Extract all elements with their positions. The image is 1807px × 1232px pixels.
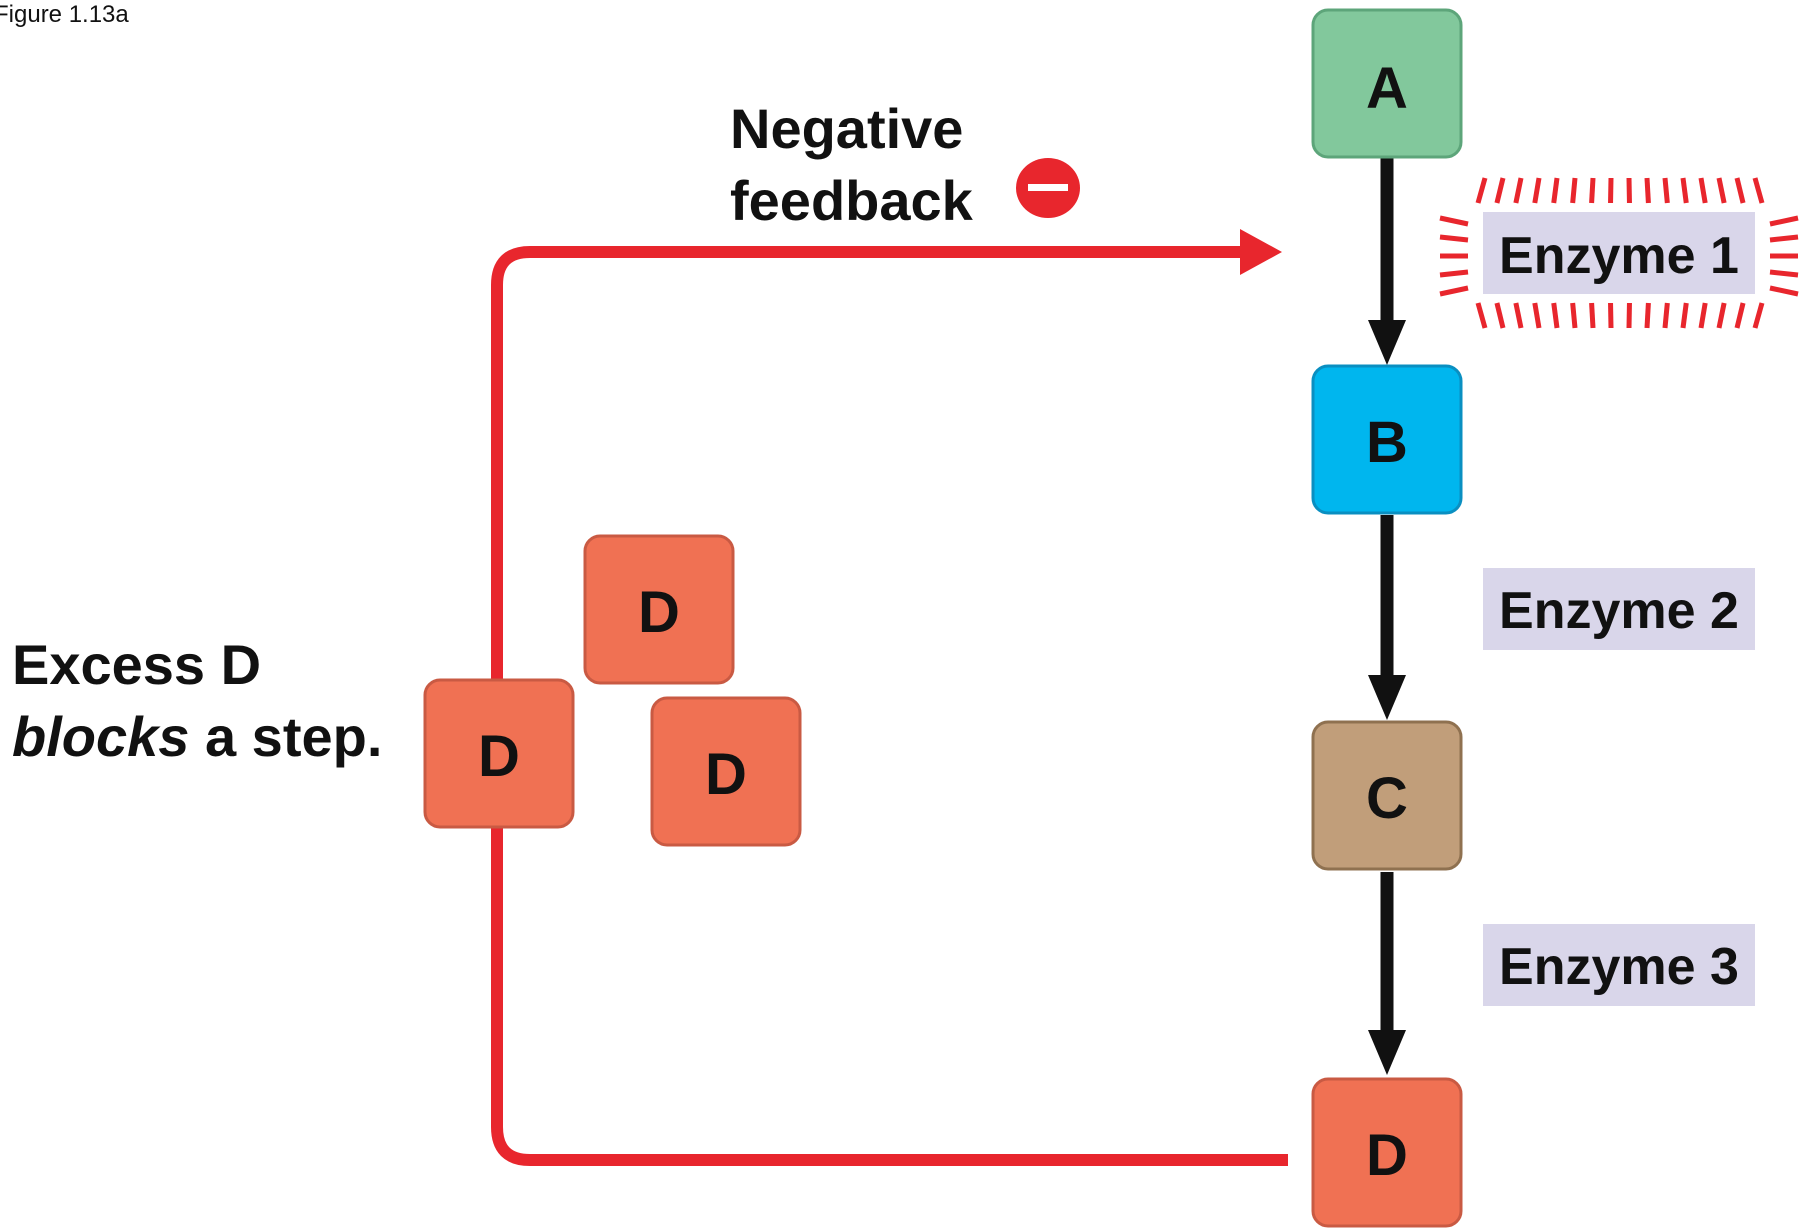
- box-a-label: A: [1366, 56, 1408, 121]
- excess-d-box-1: D: [583, 534, 735, 685]
- excess-d-box-3-label: D: [705, 742, 747, 807]
- inhibition-burst-icon: [1439, 177, 1799, 329]
- minus-icon: [1016, 158, 1080, 218]
- box-d: D: [1311, 1077, 1463, 1228]
- excess-d-box-2-label: D: [478, 724, 520, 789]
- box-b-label: B: [1366, 410, 1408, 475]
- enzyme-1: Enzyme 1: [1439, 177, 1799, 329]
- box-a: A: [1311, 8, 1463, 159]
- excess-d-line1: Excess D: [12, 633, 261, 696]
- pathway-arrows: [1368, 158, 1406, 1075]
- enzyme-2: Enzyme 2: [1483, 568, 1755, 650]
- figure-label: Figure 1.13a: [0, 1, 129, 28]
- feedback-arrowhead: [1240, 229, 1282, 275]
- enzyme-3: Enzyme 3: [1483, 924, 1755, 1006]
- negative-feedback-line1: Negative: [730, 97, 963, 160]
- excess-d-box-2: D: [423, 678, 575, 829]
- excess-d-label: Excess D blocks a step.: [12, 633, 382, 768]
- box-b: B: [1311, 364, 1463, 515]
- box-c: C: [1311, 720, 1463, 871]
- excess-d-line2: blocks a step.: [12, 705, 382, 768]
- box-c-label: C: [1366, 766, 1408, 831]
- enzyme-3-label: Enzyme 3: [1499, 938, 1739, 996]
- excess-d-box-1-label: D: [638, 580, 680, 645]
- excess-d-box-3: D: [650, 696, 802, 847]
- enzyme-2-label: Enzyme 2: [1499, 582, 1739, 640]
- box-d-label: D: [1366, 1123, 1408, 1188]
- enzyme-1-label: Enzyme 1: [1499, 227, 1739, 285]
- negative-feedback-label: Negative feedback: [730, 97, 1080, 232]
- feedback-line: [491, 246, 1288, 1166]
- negative-feedback-line2: feedback: [730, 169, 974, 232]
